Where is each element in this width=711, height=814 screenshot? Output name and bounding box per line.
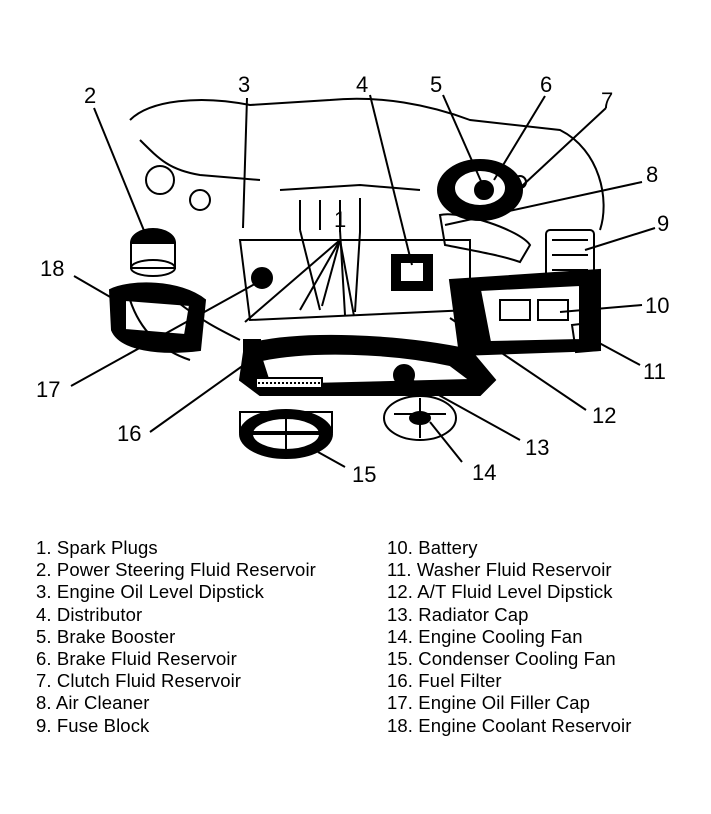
legend-number: 1.	[36, 537, 52, 558]
legend-label: Fuse Block	[56, 714, 150, 736]
legend-label: Clutch Fluid Reservoir	[56, 670, 242, 692]
legend-label: Brake Booster	[56, 625, 176, 647]
legend-item: 5. Brake Booster	[36, 626, 316, 648]
legend-number: 16.	[387, 670, 414, 692]
legend-label: Distributor	[56, 603, 143, 625]
callout-12: 12	[592, 403, 616, 428]
callout-16: 16	[117, 421, 141, 446]
callout-18: 18	[40, 256, 64, 281]
legend-item: 4. Distributor	[36, 604, 316, 626]
callout-14: 14	[472, 460, 496, 485]
legend-number: 5.	[36, 625, 52, 647]
legend-item: 18. Engine Coolant Reservoir	[387, 715, 632, 737]
legend-item: 16. Fuel Filter	[387, 670, 632, 692]
legend-number: 14.	[387, 625, 414, 647]
callout-7: 7	[601, 88, 613, 113]
callout-2: 2	[84, 83, 96, 108]
legend-label: Battery	[418, 537, 478, 558]
callout-5: 5	[430, 72, 442, 97]
legend-number: 10.	[387, 537, 414, 558]
legend-number: 9.	[36, 714, 52, 736]
legend-number: 6.	[36, 648, 52, 670]
legend-item: 3. Engine Oil Level Dipstick	[36, 581, 316, 603]
callout-9: 9	[657, 211, 669, 236]
legend-number: 7.	[36, 670, 52, 692]
callout-8: 8	[646, 162, 658, 187]
legend-number: 12.	[387, 581, 414, 603]
legend-number: 2.	[36, 559, 52, 581]
legend-left-column: 1. Spark Plugs 2. Power Steering Fluid R…	[36, 537, 316, 737]
legend-item: 11. Washer Fluid Reservoir	[387, 559, 632, 581]
legend-item: 2. Power Steering Fluid Reservoir	[36, 559, 316, 581]
legend-number: 15.	[387, 648, 414, 670]
legend-label: Engine Cooling Fan	[418, 625, 583, 647]
legend-item: 13. Radiator Cap	[387, 604, 632, 626]
callout-13: 13	[525, 435, 549, 460]
legend-label: Engine Oil Level Dipstick	[56, 581, 265, 603]
legend-label: Spark Plugs	[56, 537, 158, 558]
engine-compartment-diagram: 1 2 3 4 5 6 7 8 9 10 11 12 13 14 15 16 1…	[36, 72, 669, 487]
legend-label: Fuel Filter	[418, 670, 502, 692]
leader-lines	[70, 94, 656, 468]
legend-item: 10. Battery	[387, 537, 632, 559]
legend-label: Engine Oil Filler Cap	[418, 692, 591, 714]
legend-item: 6. Brake Fluid Reservoir	[36, 648, 316, 670]
legend-label: Power Steering Fluid Reservoir	[56, 559, 316, 581]
legend-item: 1. Spark Plugs	[36, 537, 316, 559]
callout-11: 11	[643, 359, 666, 384]
legend-label: Radiator Cap	[418, 603, 529, 625]
legend-label: Washer Fluid Reservoir	[416, 559, 612, 581]
legend-item: 9. Fuse Block	[36, 715, 316, 737]
callout-3: 3	[238, 72, 250, 97]
callout-6: 6	[540, 72, 552, 97]
callout-1: 1	[334, 207, 346, 232]
legend-item: 8. Air Cleaner	[36, 692, 316, 714]
legend-number: 8.	[36, 692, 52, 714]
callout-numbers: 1 2 3 4 5 6 7 8 9 10 11 12 13 14 15 16 1…	[36, 72, 669, 487]
callout-4: 4	[356, 72, 368, 97]
callout-10: 10	[645, 293, 669, 318]
legend-label: Air Cleaner	[55, 692, 150, 714]
legend-number: 13.	[387, 603, 414, 625]
legend-item: 14. Engine Cooling Fan	[387, 626, 632, 648]
legend-item: 15. Condenser Cooling Fan	[387, 648, 632, 670]
legend-label: Brake Fluid Reservoir	[56, 648, 237, 670]
legend-item: 7. Clutch Fluid Reservoir	[36, 670, 316, 692]
legend-number: 17.	[387, 692, 414, 714]
legend-item: 12. A/T Fluid Level Dipstick	[387, 581, 632, 603]
legend-number: 3.	[36, 581, 52, 603]
legend-label: Engine Coolant Reservoir	[418, 714, 632, 736]
callout-15: 15	[352, 462, 376, 487]
legend-number: 4.	[36, 603, 52, 625]
engine-illustration	[108, 97, 605, 459]
legend-number: 11.	[387, 559, 412, 581]
legend-number: 18.	[387, 714, 414, 736]
legend-label: Condenser Cooling Fan	[418, 648, 616, 670]
legend-right-column: 10. Battery 11. Washer Fluid Reservoir 1…	[387, 537, 632, 737]
legend-label: A/T Fluid Level Dipstick	[417, 581, 613, 603]
legend-item: 17. Engine Oil Filler Cap	[387, 692, 632, 714]
callout-17: 17	[36, 377, 60, 402]
